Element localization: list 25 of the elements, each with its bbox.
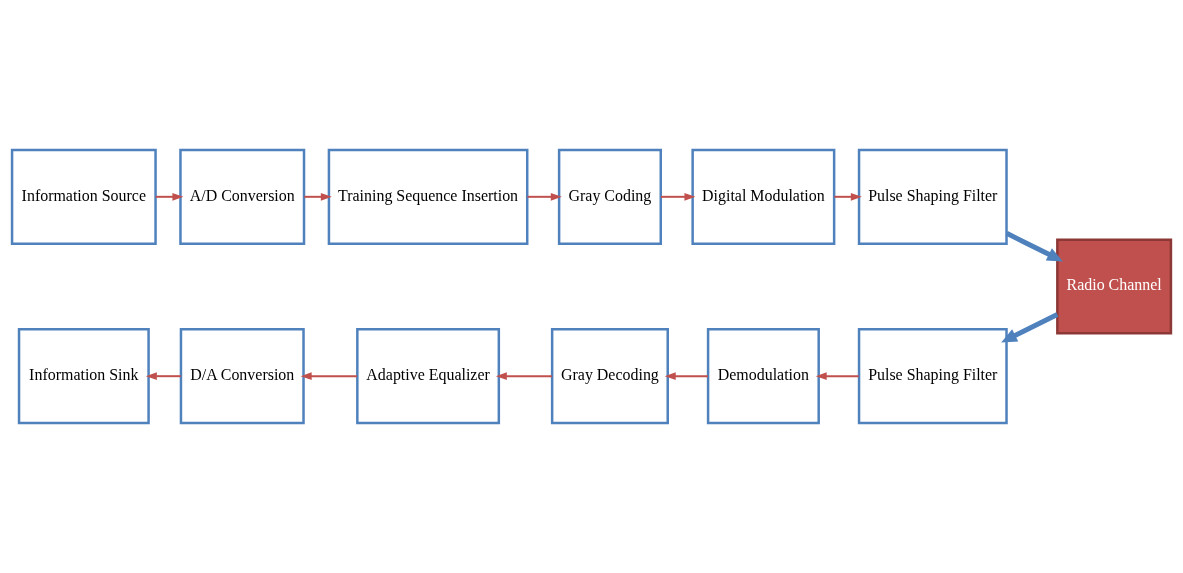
node-box: Digital Modulation xyxy=(691,148,836,245)
arrow xyxy=(1001,312,1059,343)
node-box: D/A Conversion xyxy=(179,328,305,425)
node-box: Information Source xyxy=(10,148,157,245)
arrow xyxy=(300,372,358,381)
node-box: Adaptive Equalizer xyxy=(356,328,501,425)
node-box: Training Sequence Insertion xyxy=(327,148,529,245)
node-box: Pulse Shaping Filter xyxy=(857,328,1008,425)
arrow xyxy=(495,372,553,381)
arrow xyxy=(154,192,184,201)
node-box: Demodulation xyxy=(706,328,820,425)
node-box: Gray Coding xyxy=(557,148,662,245)
arrow xyxy=(1005,231,1063,262)
node-box: Information Sink xyxy=(17,328,150,425)
node-box: Radio Channel xyxy=(1056,238,1173,335)
node-box: Pulse Shaping Filter xyxy=(857,148,1008,245)
arrow xyxy=(303,192,332,201)
arrow xyxy=(659,192,696,201)
arrow xyxy=(526,192,562,201)
node-box: Gray Decoding xyxy=(550,328,669,425)
arrow xyxy=(815,372,860,381)
arrow xyxy=(664,372,709,381)
arrow xyxy=(145,372,182,381)
node-box: A/D Conversion xyxy=(179,148,306,245)
arrow xyxy=(833,192,862,201)
